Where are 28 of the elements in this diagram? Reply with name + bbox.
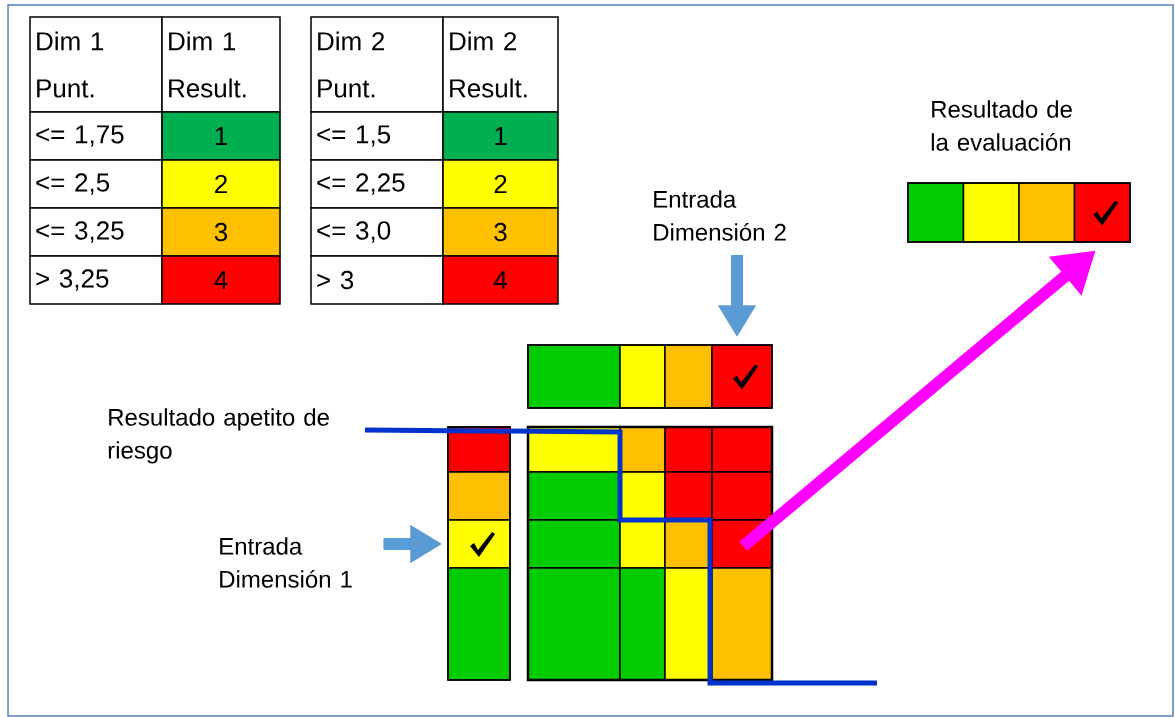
line-label: Resultado apetito de riesgo (108, 408, 329, 464)
table-cell: 3 (442, 207, 559, 257)
table-cell: 4 (442, 255, 559, 305)
table-cell: <= 3,0 (310, 207, 444, 257)
table-cell: <= 1,75 (29, 111, 163, 161)
table-cell: <= 2,5 (29, 159, 163, 209)
heading: Resultado de la evaluación (931, 100, 1072, 151)
table-cell: 2 (442, 159, 559, 209)
table-cell: > 3,25 (29, 255, 163, 305)
table-cell: Dim 1 Punt. (29, 16, 163, 113)
table-cell: <= 2,25 (310, 159, 444, 209)
table-cell: <= 3,25 (29, 207, 163, 257)
result-bar (907, 182, 1131, 243)
table-cell: 1 (442, 111, 559, 161)
input-label: Entrada Dimensión 2 (654, 190, 786, 241)
input-label: Entrada Dimensión 1 (220, 537, 352, 588)
table-cell: > 3 (310, 255, 444, 305)
table-cell: 1 (161, 111, 281, 161)
table-cell: 4 (161, 255, 281, 305)
color-bar (527, 344, 773, 409)
table-cell: <= 1,5 (310, 111, 444, 161)
table-cell: Dim 2 Result. (442, 16, 559, 113)
color-column (447, 426, 511, 681)
risk-matrix (526, 425, 774, 682)
table-cell: 2 (161, 159, 281, 209)
table-cell: 3 (161, 207, 281, 257)
table-cell: Dim 1 Result. (161, 16, 281, 113)
table-cell: Dim 2 Punt. (310, 16, 444, 113)
